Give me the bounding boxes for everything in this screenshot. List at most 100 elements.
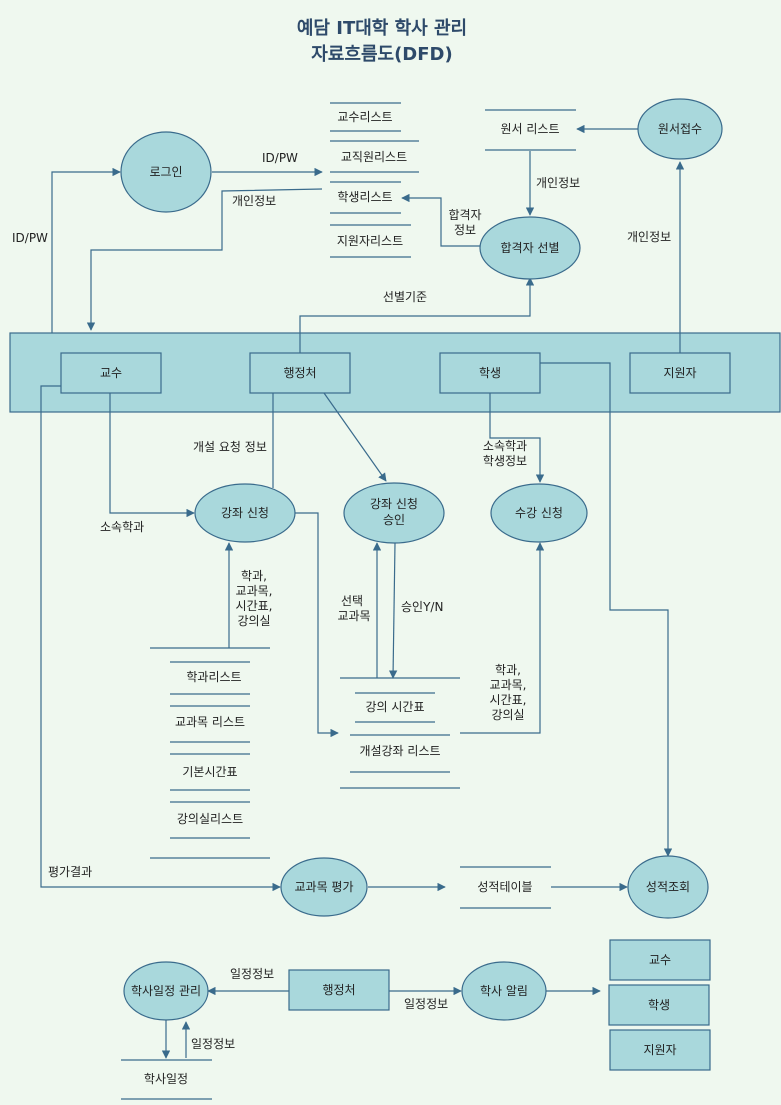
store-professor-list[interactable] — [330, 102, 401, 132]
store-professor-list-label: 교수리스트 — [337, 110, 392, 124]
store-base-timetable[interactable] — [170, 753, 250, 791]
store-lecture-timetable-label: 강의 시간표 — [365, 700, 424, 714]
label-schedule-info-2: 일정정보 — [404, 997, 448, 1011]
flow-student-to-grade — [540, 362, 673, 857]
process-course-request[interactable] — [194, 483, 296, 543]
label-personal-info-application: 개인정보 — [536, 176, 580, 190]
process-academic-notice-label: 학사 알림 — [480, 984, 528, 998]
store-subject-list-label: 교과목 리스트 — [175, 715, 245, 729]
label-dept-subject-1-a: 학과, — [241, 569, 267, 583]
flow-id-pw-left — [51, 167, 121, 333]
label-affiliated-dept: 소속학과 — [100, 520, 144, 534]
label-dept-subject-1-c: 시간표, — [236, 599, 273, 613]
label-dept-subject-2-a: 학과, — [495, 663, 521, 677]
store-lecture-timetable[interactable] — [340, 677, 460, 723]
label-dept-subject-2-d: 강의실 — [491, 708, 524, 722]
process-course-evaluation[interactable] — [280, 857, 368, 917]
flow-personal-info-login — [86, 188, 323, 331]
store-classroom-list[interactable] — [150, 801, 270, 859]
entity-applicant-bottom[interactable] — [609, 1029, 711, 1071]
diagram-title-line1: 예담 IT대학 학사 관리 — [297, 17, 467, 39]
process-academic-notice[interactable] — [461, 961, 547, 1021]
process-application-receipt[interactable] — [637, 98, 723, 160]
label-schedule-info-3: 일정정보 — [191, 1037, 235, 1051]
process-course-request-label: 강좌 신청 — [221, 506, 269, 520]
flow-affiliated-dept — [109, 393, 195, 518]
entity-applicant[interactable] — [629, 352, 731, 394]
store-student-list[interactable] — [330, 181, 401, 214]
process-login[interactable] — [120, 131, 212, 213]
flow-admin-to-approval — [323, 392, 387, 482]
store-academic-schedule-label: 학사일정 — [144, 1072, 188, 1086]
store-dept-list[interactable] — [150, 647, 270, 695]
flow-selection-criteria — [299, 277, 535, 353]
entity-administration-label: 행정처 — [283, 365, 316, 380]
process-academic-schedule-mgmt-label: 학사일정 관리 — [131, 984, 201, 998]
entity-administration[interactable] — [249, 352, 351, 394]
process-course-approval-label-1: 강좌 신청 — [370, 497, 418, 511]
label-personal-info-applicant: 개인정보 — [627, 230, 671, 244]
store-staff-list-label: 교직원리스트 — [341, 150, 407, 164]
label-approval-yn: 승인Y/N — [401, 600, 443, 614]
label-admitted-info-1: 합격자 — [448, 208, 481, 222]
store-subject-list[interactable] — [170, 705, 250, 743]
entity-student-bottom[interactable] — [608, 984, 710, 1026]
label-dept-subject-1-b: 교과목, — [236, 584, 273, 598]
process-course-approval-label-2: 승인 — [383, 513, 405, 527]
process-grade-inquiry-label: 성적조회 — [646, 880, 690, 894]
store-applicant-list-label: 지원자리스트 — [337, 234, 403, 248]
entity-professor-bottom-label: 교수 — [649, 953, 671, 967]
flow-course-to-timetable — [295, 512, 339, 738]
process-admission-selection-label: 합격자 선별 — [500, 241, 559, 255]
label-dept-subject-2-c: 시간표, — [490, 693, 527, 707]
store-application-list[interactable] — [485, 109, 576, 151]
store-grade-table-label: 성적테이블 — [477, 880, 532, 894]
flow-admitted-info — [401, 193, 480, 247]
label-selected-subject-1: 선택 — [341, 594, 363, 608]
label-selected-subject-2: 교과목 — [337, 609, 370, 623]
process-course-approval[interactable] — [343, 482, 445, 544]
entity-professor-label: 교수 — [100, 366, 122, 380]
store-application-list-label: 원서 리스트 — [500, 122, 559, 136]
label-dept-student-info-1: 소속학과 — [483, 439, 527, 453]
store-dept-list-label: 학과리스트 — [186, 670, 241, 684]
entity-professor[interactable] — [60, 352, 162, 394]
process-application-receipt-label: 원서접수 — [658, 122, 702, 136]
entity-student-label: 학생 — [479, 366, 501, 380]
label-personal-info-login: 개인정보 — [232, 194, 276, 208]
label-selection-criteria: 선별기준 — [383, 290, 427, 304]
store-offered-course-list-label: 개설강좌 리스트 — [359, 744, 440, 758]
label-dept-subject-1-d: 강의실 — [237, 614, 270, 628]
store-student-list-label: 학생리스트 — [337, 190, 392, 204]
label-dept-student-info-2: 학생정보 — [483, 454, 527, 468]
process-academic-schedule-mgmt[interactable] — [123, 961, 209, 1021]
flow-evaluation-result — [40, 385, 281, 892]
entity-student-bottom-label: 학생 — [648, 998, 670, 1012]
label-dept-subject-2-b: 교과목, — [490, 678, 527, 692]
entity-professor-bottom[interactable] — [609, 939, 711, 981]
flow-approval-yn — [388, 542, 398, 679]
label-open-request-info: 개설 요청 정보 — [193, 440, 267, 454]
store-academic-schedule[interactable] — [121, 1059, 212, 1100]
store-offered-course-list[interactable] — [340, 734, 460, 789]
store-base-timetable-label: 기본시간표 — [182, 765, 237, 779]
entity-applicant-bottom-label: 지원자 — [643, 1043, 676, 1057]
flow-dept-student-info — [489, 393, 545, 483]
store-grade-table[interactable] — [460, 866, 551, 909]
label-id-pw-login: ID/PW — [262, 151, 298, 165]
process-login-label: 로그인 — [149, 165, 182, 179]
label-id-pw-left: ID/PW — [12, 231, 48, 245]
entity-administration-bottom-label: 행정처 — [322, 982, 355, 997]
entity-student[interactable] — [439, 352, 541, 394]
process-grade-inquiry[interactable] — [627, 855, 709, 919]
diagram-title-line2: 자료흐름도(DFD) — [311, 44, 452, 65]
store-applicant-list[interactable] — [330, 224, 411, 258]
label-evaluation-result: 평가결과 — [48, 865, 92, 879]
store-staff-list[interactable] — [330, 140, 419, 173]
flow-dept-subject-time-room-2 — [460, 542, 545, 734]
process-enrollment[interactable] — [490, 483, 588, 543]
process-admission-selection[interactable] — [479, 216, 581, 280]
entity-administration-bottom[interactable] — [288, 969, 390, 1011]
